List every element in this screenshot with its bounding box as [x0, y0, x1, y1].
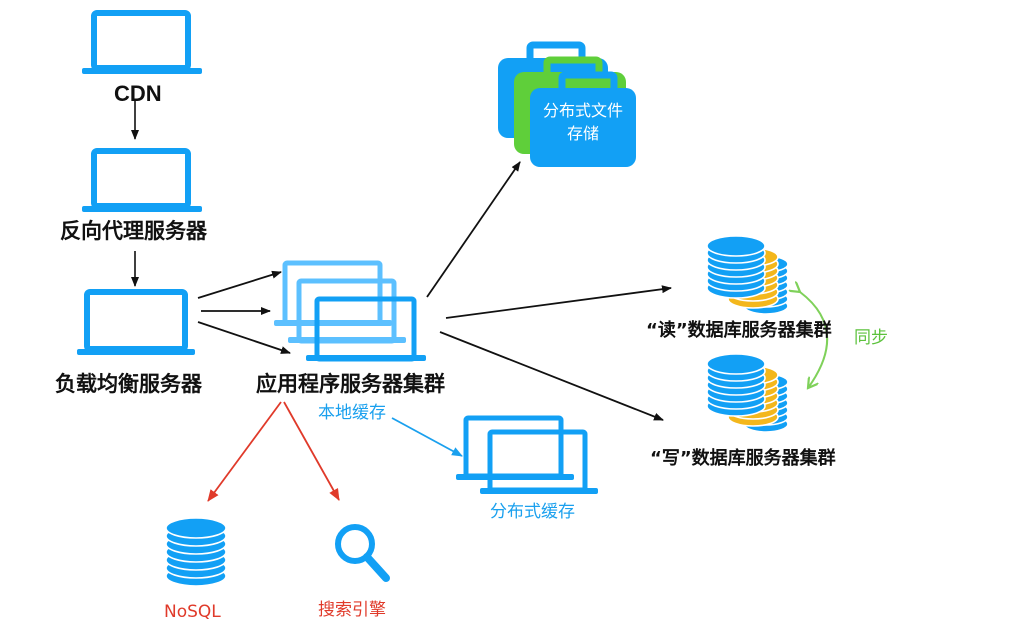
arrow-app-to-read-db: [445, 285, 672, 319]
arrow-app-to-write-db: [439, 331, 664, 421]
read-db-stack-icon: [706, 235, 789, 315]
sync-arrow: [800, 292, 829, 388]
cdn-laptop-icon: [82, 10, 202, 74]
app-cluster-laptop-stack-icon: [274, 260, 426, 362]
distributed-file-storage-label: 分布式文件 存储: [530, 99, 636, 145]
arrow-app-to-nosql: [207, 401, 282, 502]
db-cylinder-front: [706, 235, 766, 299]
write-db-cluster-label: “写”数据库服务器集群: [650, 448, 836, 469]
distributed-file-storage-briefcase-stack-icon: [498, 41, 636, 167]
db-cylinder-front: [706, 353, 766, 417]
write-db-stack-icon: [706, 353, 789, 433]
nosql-cylinder: [165, 517, 227, 587]
reverse-proxy-laptop-icon: [82, 148, 202, 212]
search-engine-label: 搜索引擎: [318, 600, 386, 620]
reverse-proxy-label: 反向代理服务器: [60, 219, 207, 243]
app-cluster-label: 应用程序服务器集群: [256, 372, 445, 396]
load-balancer-label: 负载均衡服务器: [55, 372, 202, 396]
search-engine-magnifier-icon: [335, 524, 390, 582]
distributed-cache-label: 分布式缓存: [490, 502, 575, 522]
distributed-file-storage-label-line2: 存储: [566, 124, 599, 144]
arrow-app-to-file-storage: [426, 161, 521, 298]
nosql-database-icon: [165, 517, 227, 587]
distributed-file-storage-label-line1: 分布式文件: [542, 101, 623, 120]
arrow-lb-to-app-3: [197, 321, 291, 354]
distributed-cache-laptop-pair-icon: [456, 415, 598, 494]
arrow-app-to-search: [283, 401, 340, 501]
cdn-label: CDN: [114, 81, 162, 106]
sync-label: 同步: [854, 328, 888, 348]
read-db-cluster-label: “读”数据库服务器集群: [646, 320, 832, 341]
nosql-label: NoSQL: [164, 602, 221, 622]
local-cache-label: 本地缓存: [318, 403, 386, 423]
arrow-local-cache-to-distributed-cache: [391, 417, 463, 457]
load-balancer-laptop-icon: [77, 289, 195, 355]
arrow-lb-to-app-1: [197, 270, 282, 299]
